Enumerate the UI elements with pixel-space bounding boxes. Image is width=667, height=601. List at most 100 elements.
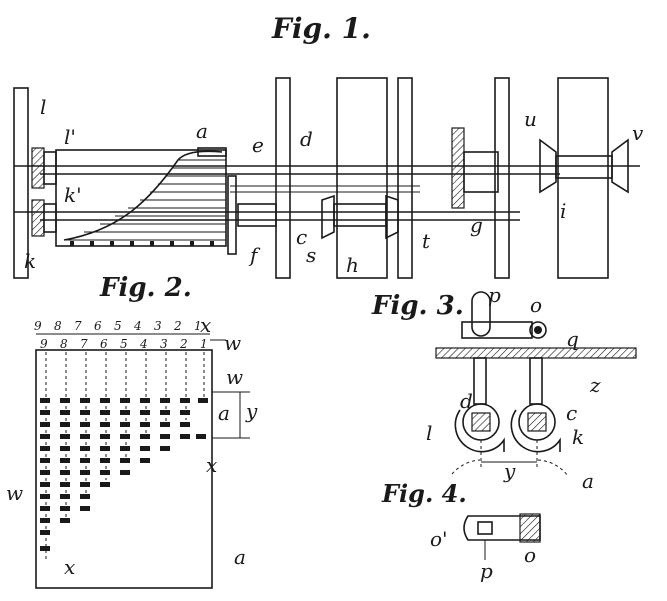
hub-uv [555,155,613,179]
fig2-label-a-mid: a [218,401,230,425]
svg-text:7: 7 [80,337,88,351]
hook-l [454,409,505,453]
label-k: k [24,249,36,273]
rod-right [529,357,543,405]
frame-plate-4 [494,77,510,279]
gear-l [31,147,45,189]
svg-text:9: 9 [40,337,48,351]
lever-o-pivot [529,321,547,339]
label-k1: k' [64,183,82,207]
pin-p [471,291,491,337]
fig3-label-d: d [460,389,473,413]
shaft-c-core [527,412,547,432]
hub-g [463,151,499,193]
frame-plate-3 [397,77,413,279]
hub-k1 [43,203,57,233]
lever-o-hub [519,513,541,543]
fig2-label-x-mid: x [206,453,217,477]
frame-block-center [336,77,388,279]
figure-3: Fig. 3. p o q z d c l k y a [371,283,637,493]
sleeve-c [237,203,277,227]
label-h: h [346,253,359,277]
label-i: i [560,199,566,223]
fig3-title: Fig. 3. [371,291,464,321]
cone-hub [333,203,387,227]
fig3-label-z: z [589,373,601,397]
svg-text:6: 6 [94,319,102,333]
hole-pattern [40,398,208,551]
label-e: e [252,133,264,157]
label-s: s [306,243,316,267]
cone-u [539,138,557,194]
svg-text:7: 7 [74,319,82,333]
card-a [35,349,213,589]
fig3-label-q: q [566,327,579,351]
drum-top-cap [197,147,227,157]
svg-text:5: 5 [120,337,128,351]
plate-z [435,347,637,359]
slot-o1 [477,521,493,535]
cone-s [321,194,335,240]
figure-1: Fig. 1. [13,12,644,279]
fig4-label-o: o [524,543,536,567]
svg-text:1: 1 [194,319,202,333]
label-a: a [196,119,208,143]
svg-text:8: 8 [54,319,62,333]
svg-text:2: 2 [179,337,188,351]
drum [55,149,227,247]
arc-a-left [451,459,481,475]
fig3-label-k: k [572,425,584,449]
gear-k [31,199,45,237]
fig3-label-l: l [426,421,432,445]
fig3-label-a: a [582,469,594,493]
hub-l1 [43,151,57,185]
label-c: c [296,225,307,249]
svg-text:3: 3 [160,337,168,351]
label-g: g [470,213,483,237]
flange-f [227,175,237,255]
fig2-label-w-left: w [6,481,23,505]
fig2-label-x-top: x [200,313,211,337]
svg-text:4: 4 [133,319,142,333]
fig2-label-x-bottom: x [64,555,75,579]
fig1-title: Fig. 1. [271,12,371,45]
column-numbers-second: 9 8 7 6 5 4 3 2 1 [40,337,208,351]
column-guides [45,352,205,560]
fig4-title: Fig. 4. [381,479,467,508]
rod-left [473,357,487,405]
fig2-label-y: y [245,399,258,423]
label-f: f [248,243,261,267]
hook-k [510,409,561,453]
arc-a-right [537,459,569,477]
fig2-label-w-mid: w [226,365,243,389]
drum-dots [70,241,214,246]
fig3-label-c: c [566,401,577,425]
fig3-label-p: p [488,283,501,307]
svg-text:6: 6 [100,337,108,351]
shaft-d-core [471,412,491,432]
label-d: d [300,127,313,151]
gear-g [451,127,465,209]
label-l1: l' [64,125,76,149]
fig2-label-w-top: w [224,331,241,355]
fig2-label-a-bottom: a [234,545,246,569]
svg-text:9: 9 [34,319,42,333]
svg-text:8: 8 [60,337,68,351]
frame-plate-left [13,87,29,279]
label-l: l [40,95,46,119]
fig3-label-y: y [503,459,516,483]
drum-curve [63,150,223,241]
column-numbers-top: 9 8 7 6 5 4 3 2 1 [34,319,202,333]
svg-text:3: 3 [154,319,162,333]
svg-text:2: 2 [173,319,182,333]
frame-plate-2 [275,77,291,279]
lever-o-pivot-core [534,326,542,334]
fig4-label-p: p [480,559,493,583]
drum-teeth [66,159,226,241]
figure-4: Fig. 4. o' o p [381,479,541,583]
number-row-brackets [36,333,210,351]
fig2-title: Fig. 2. [99,273,192,303]
label-t: t [422,229,431,253]
svg-text:1: 1 [200,337,208,351]
